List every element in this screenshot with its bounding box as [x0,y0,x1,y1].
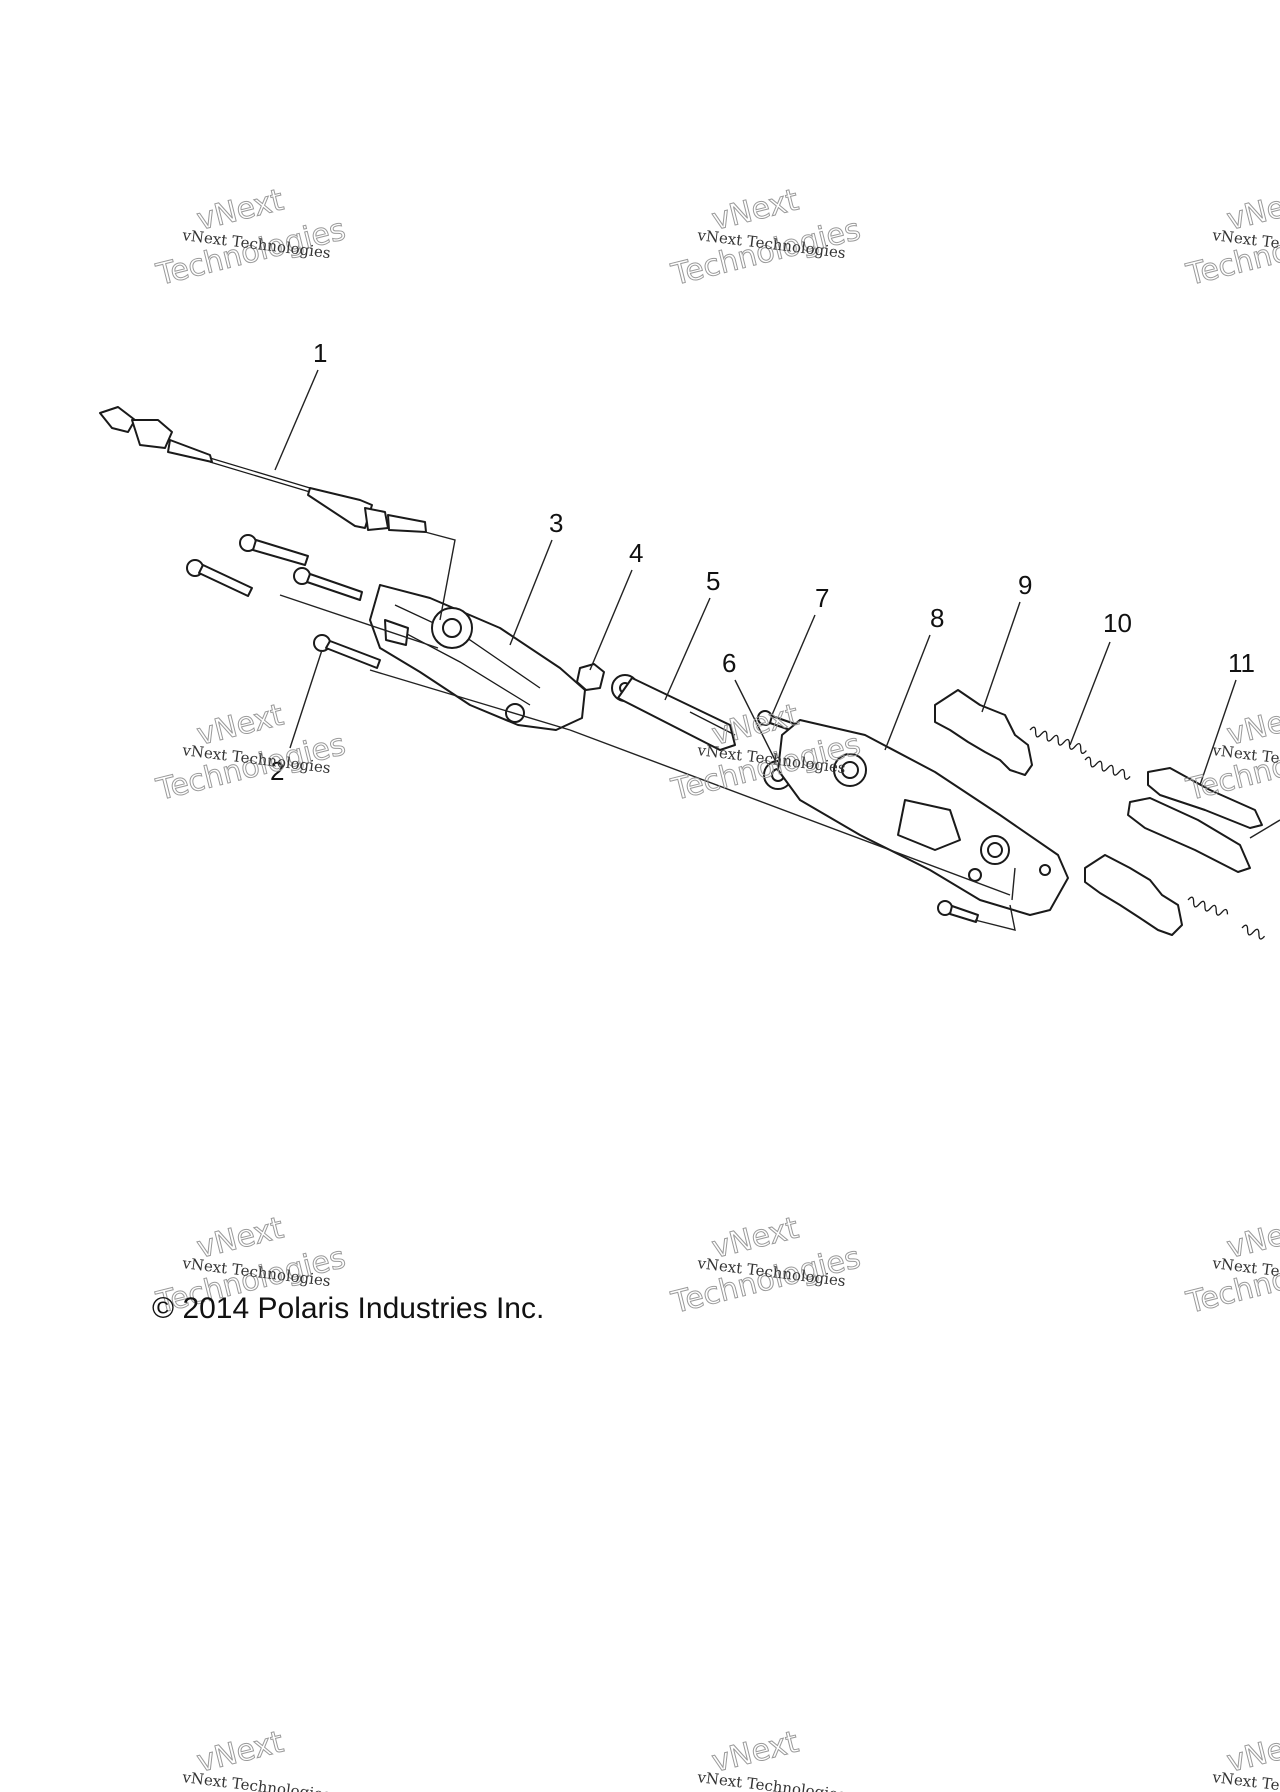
part-10-springs [1029,726,1266,940]
callout-7: 7 [815,583,829,613]
svg-text:vNext Technologies: vNext Technologies [181,1768,332,1792]
watermark: vNext Technologies vNext Technologies [152,697,349,808]
watermark: vNext Technologies vNext Technologies [1182,182,1280,293]
svg-text:vNext Technologies: vNext Technologies [1211,1768,1280,1792]
watermark: vNext Technologies vNext Technologies [1182,697,1280,808]
callout-9: 9 [1018,570,1032,600]
svg-text:vNext Technologies: vNext Technologies [696,1768,847,1792]
part-1-cable [99,406,427,533]
part-3-housing [369,584,586,731]
part-5-link [611,674,736,751]
watermark: vNext vNext Technologies [696,1724,847,1792]
watermark: vNext vNext Technologies [181,1724,332,1792]
watermark: vNext Technologies vNext Technologies [152,182,349,293]
part-8-bolt [937,900,979,923]
watermarks: vNext Technologies vNext Technologies vN… [152,182,1280,1792]
part-9-gaskets [934,689,1183,936]
callout-1: 1 [313,338,327,368]
copyright-text: © 2014 Polaris Industries Inc. [152,1292,544,1325]
callout-6: 6 [722,648,736,678]
callout-labels: 1 2 3 4 5 6 7 8 9 10 11 [270,338,1255,786]
part-8-arm [777,719,1069,916]
callout-4: 4 [629,538,643,568]
watermark: vNext vNext Technologies [1211,1724,1280,1792]
watermark: vNext Technologies vNext Technologies [1182,1210,1280,1321]
part-2-bolts [186,534,381,669]
watermark: vNext Technologies vNext Technologies [667,1210,864,1321]
callout-11: 11 [1228,648,1255,678]
callout-2: 2 [270,756,284,786]
part-11-clip [1127,767,1263,873]
callout-5: 5 [706,566,720,596]
callout-3: 3 [549,508,563,538]
leader-lines [274,369,1280,931]
callout-10: 10 [1103,608,1132,638]
callout-8: 8 [930,603,944,633]
part-4-nut [576,663,605,691]
watermark: vNext Technologies vNext Technologies [667,182,864,293]
